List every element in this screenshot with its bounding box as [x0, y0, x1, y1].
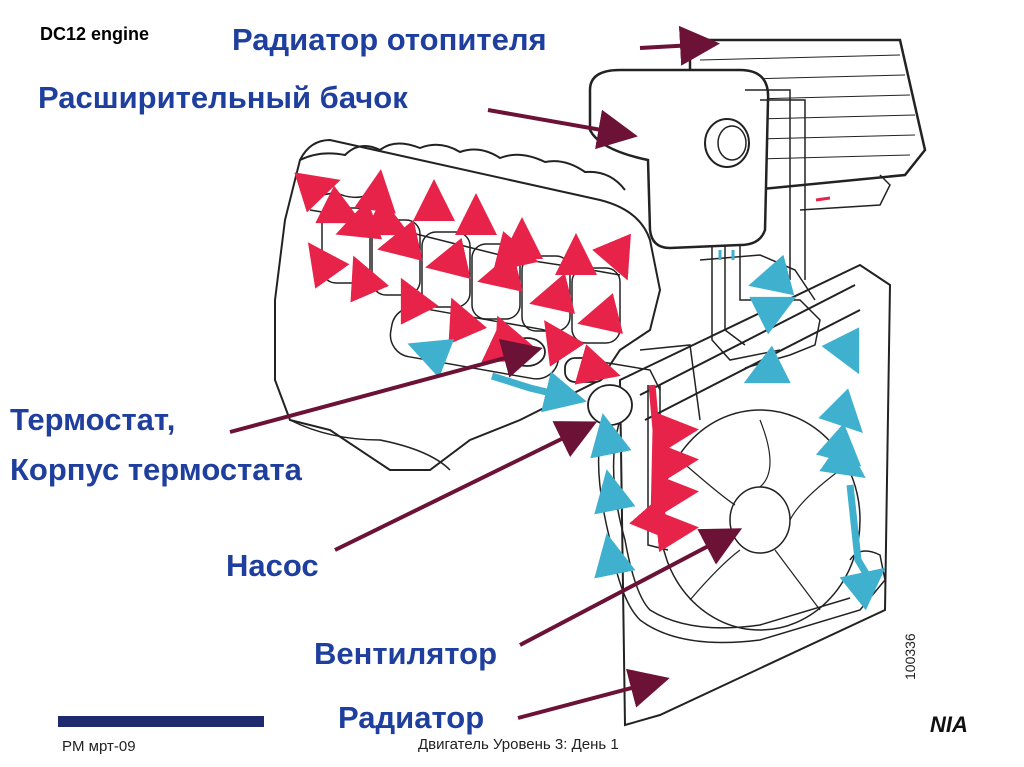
callout-arrows: [229, 25, 743, 720]
label-heater-radiator: Радиатор отопителя: [232, 22, 547, 57]
drawing-code: 100336: [902, 633, 918, 680]
footer-center: Двигатель Уровень 3: День 1: [418, 736, 619, 753]
engine-tag: DC12 engine: [40, 24, 150, 44]
callout-fan: [519, 528, 743, 647]
cold-coolant-flow: [407, 254, 886, 611]
callout-thermostat: [229, 338, 543, 434]
label-thermostat-line2: Корпус термостата: [10, 452, 302, 487]
label-radiator: Радиатор: [338, 700, 485, 735]
callout-radiator: [517, 668, 670, 720]
footer-bar: [58, 716, 264, 727]
callout-pump: [334, 421, 598, 552]
label-thermostat-line1: Термостат,: [10, 402, 176, 437]
callout-heater-radiator: [639, 25, 720, 66]
hot-flow-small: [815, 196, 831, 202]
callout-expansion-tank: [487, 108, 638, 150]
brand-logo: NIA: [930, 712, 968, 737]
label-pump: Насос: [226, 548, 319, 583]
footer-left: PM мрт-09: [62, 738, 136, 755]
hot-coolant-flow: [294, 169, 699, 553]
label-expansion-tank: Расширительный бачок: [38, 80, 408, 115]
label-fan: Вентилятор: [314, 636, 498, 671]
cold-flow-small: [718, 250, 735, 260]
